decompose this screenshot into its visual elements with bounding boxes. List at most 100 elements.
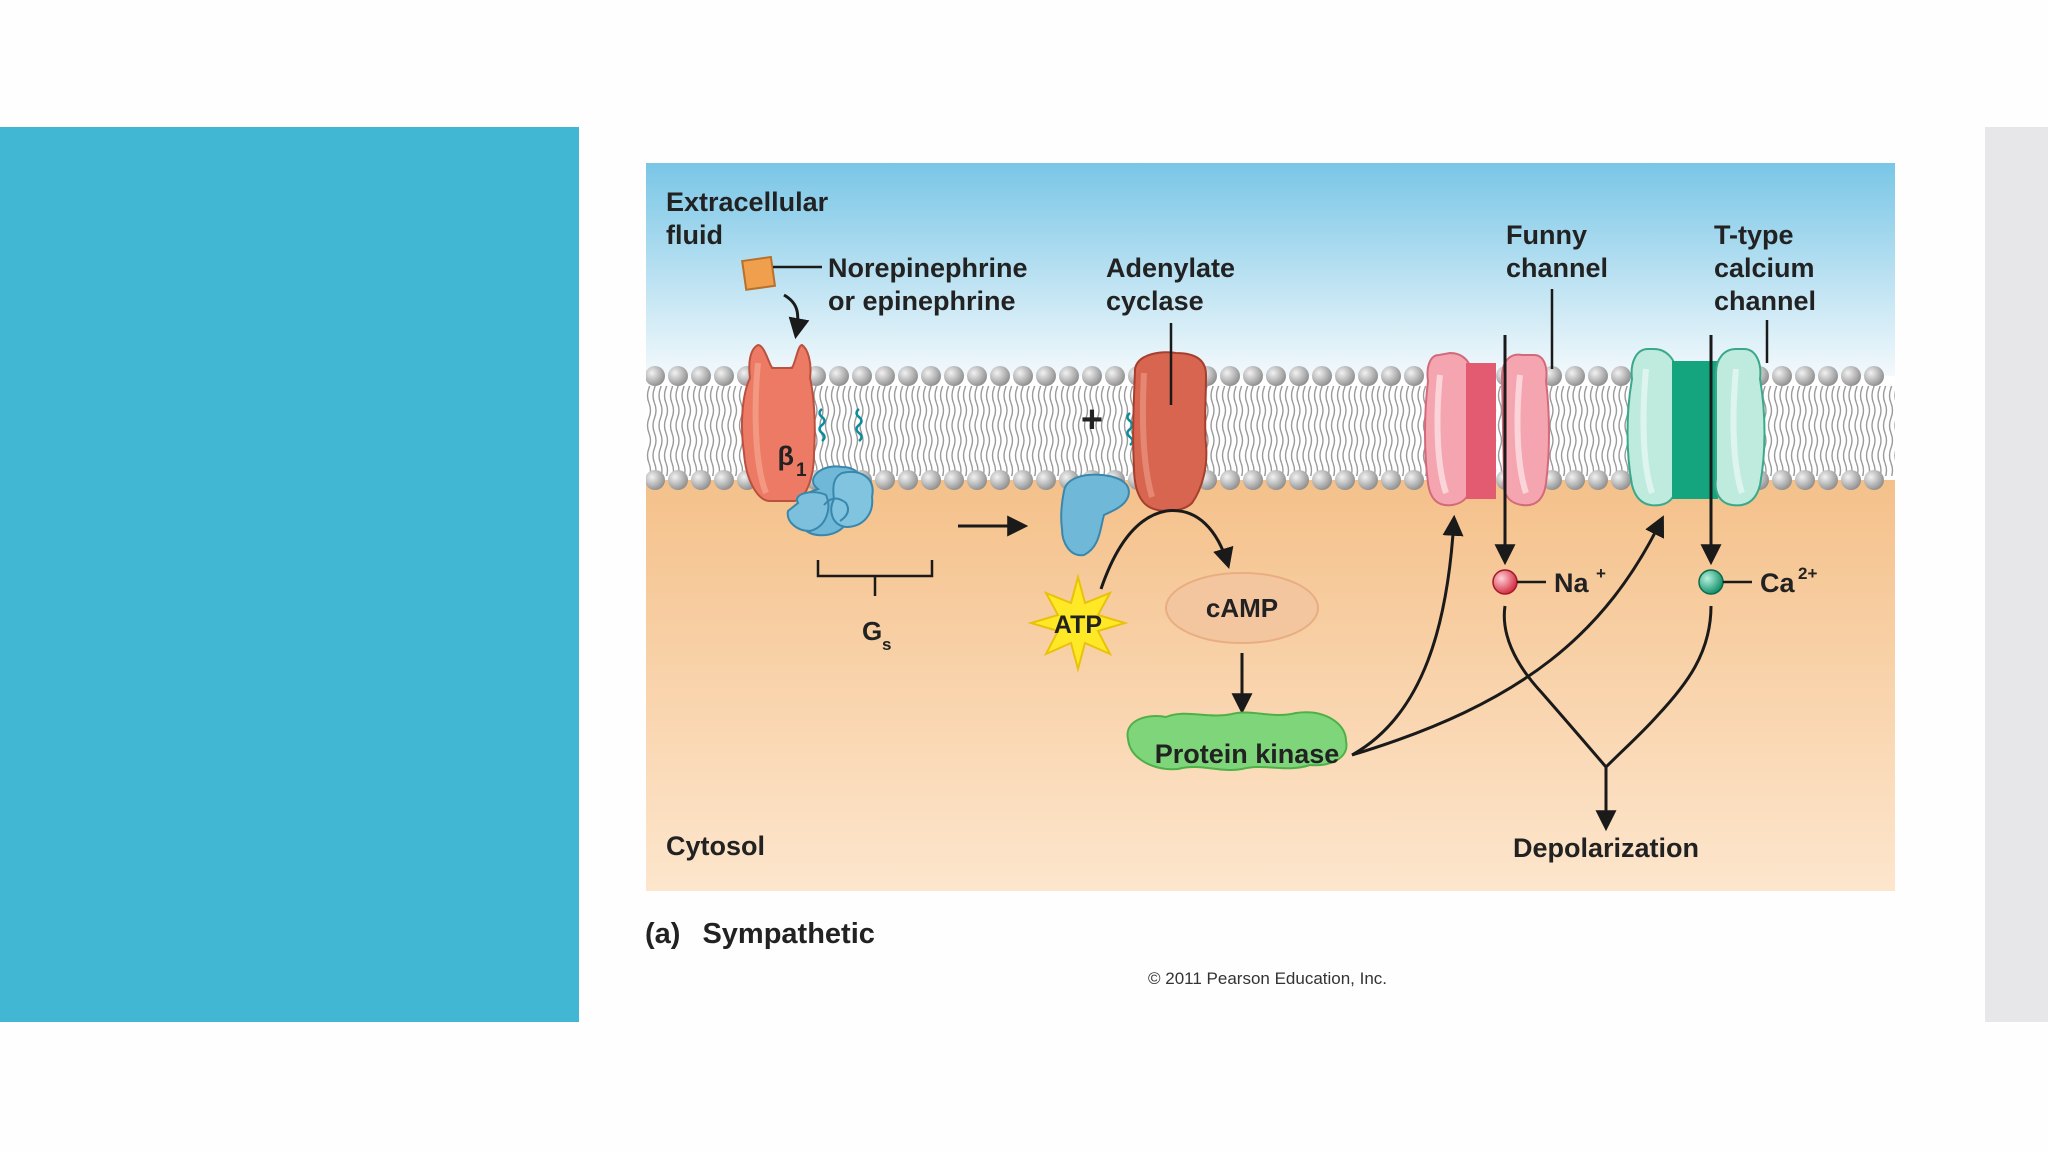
calcium-to-depolarization-path — [1604, 605, 1713, 769]
ligand-norepinephrine — [741, 255, 777, 291]
funny-label-line1: Funny — [1506, 220, 1587, 250]
right-gray-strip — [1985, 127, 2048, 1022]
gprotein-subscript: s — [882, 635, 891, 654]
phospholipid-head — [714, 470, 734, 490]
phospholipid-head — [1105, 366, 1125, 386]
phospholipid-head — [1220, 470, 1240, 490]
gs-alpha-subunit — [1060, 412, 1134, 557]
phospholipid-head — [1059, 366, 1079, 386]
sodium-to-depolarization-path — [1502, 605, 1608, 768]
funny-channel — [1424, 351, 1550, 507]
gs-protein-complex — [786, 408, 874, 537]
phospholipid-head — [1220, 366, 1240, 386]
extracellular-region — [646, 163, 1895, 376]
beta1-receptor: β 1 — [741, 343, 816, 502]
phospholipid-head — [1611, 470, 1631, 490]
camp-label: cAMP — [1206, 593, 1278, 623]
phospholipid-head — [1381, 470, 1401, 490]
phospholipid-head — [691, 470, 711, 490]
phospholipid-head — [1841, 470, 1861, 490]
phospholipid-head — [1082, 366, 1102, 386]
ttype-label-line3: channel — [1714, 286, 1816, 316]
phospholipid-head — [1772, 366, 1792, 386]
phospholipid-head — [1795, 366, 1815, 386]
phospholipid-head — [1404, 470, 1424, 490]
phospholipid-head — [1289, 366, 1309, 386]
phospholipid-head — [1335, 470, 1355, 490]
sodium-label: Na — [1554, 568, 1589, 598]
adenylate-cyclase — [1132, 351, 1208, 512]
phospholipid-head — [1565, 470, 1585, 490]
camp-molecule — [1165, 572, 1319, 644]
phospholipid-head — [668, 470, 688, 490]
phospholipid-head — [1404, 366, 1424, 386]
adenylate-label-line2: cyclase — [1106, 286, 1204, 316]
ligand-label-line1: Norepinephrine — [828, 253, 1028, 283]
extracellular-label-line2: fluid — [666, 220, 723, 250]
t-type-calcium-channel — [1626, 348, 1766, 507]
phospholipid-head — [1864, 366, 1884, 386]
phospholipid-head — [967, 366, 987, 386]
phospholipid-head — [1588, 366, 1608, 386]
phospholipid-head — [1818, 470, 1838, 490]
sodium-charge: + — [1596, 564, 1606, 583]
calcium-ion — [1698, 569, 1724, 595]
phospholipid-head — [714, 366, 734, 386]
phospholipid-head — [1036, 470, 1056, 490]
figure-caption: (a) Sympathetic — [645, 918, 875, 951]
kinase-to-funny-arrow — [1351, 514, 1464, 757]
phospholipid-head — [668, 366, 688, 386]
phospholipid-head — [1013, 470, 1033, 490]
phospholipid-head — [691, 366, 711, 386]
phospholipid-head — [1588, 470, 1608, 490]
phospholipid-head — [944, 470, 964, 490]
receptor-symbol: β — [778, 441, 794, 471]
phospholipid-head — [1611, 366, 1631, 386]
phospholipid-head — [1864, 470, 1884, 490]
ligand-binding-arrow — [783, 293, 810, 340]
phospholipid-head — [898, 470, 918, 490]
phospholipid-head — [1358, 366, 1378, 386]
protein-kinase-blob — [1126, 711, 1348, 771]
calcium-charge: 2+ — [1798, 564, 1817, 583]
ttype-label-line1: T-type — [1714, 220, 1794, 250]
phospholipid-head — [1358, 470, 1378, 490]
ligand-label-line2: or epinephrine — [828, 286, 1016, 316]
phospholipid-head — [875, 470, 895, 490]
plus-sign: + — [1081, 399, 1103, 441]
phospholipid-head — [1013, 366, 1033, 386]
phospholipid-head — [1841, 366, 1861, 386]
phospholipid-head — [1565, 366, 1585, 386]
phospholipid-head — [646, 366, 665, 386]
adenylate-label-line1: Adenylate — [1106, 253, 1235, 283]
kinase-to-ttype-arrow — [1351, 515, 1665, 757]
caption-tag: (a) — [645, 918, 681, 950]
gprotein-label: G — [862, 616, 882, 646]
receptor-subscript: 1 — [796, 460, 807, 481]
atp-label: ATP — [1054, 611, 1102, 639]
copyright-notice: © 2011 Pearson Education, Inc. — [1148, 969, 1388, 988]
phospholipid-head — [1289, 470, 1309, 490]
ttype-label-line2: calcium — [1714, 253, 1815, 283]
phospholipid-head — [1795, 470, 1815, 490]
phospholipid-head — [1243, 366, 1263, 386]
sodium-ion — [1492, 569, 1518, 595]
phospholipid-head — [1266, 366, 1286, 386]
phospholipid-head — [1036, 366, 1056, 386]
phospholipid-head — [875, 366, 895, 386]
caption-title: Sympathetic — [702, 918, 875, 950]
phospholipid-head — [1266, 470, 1286, 490]
phospholipid-head — [1312, 470, 1332, 490]
phospholipid-head — [990, 366, 1010, 386]
phospholipid-head — [921, 366, 941, 386]
depolarization-label: Depolarization — [1513, 833, 1699, 863]
phospholipid-head — [1243, 470, 1263, 490]
funny-label-line2: channel — [1506, 253, 1608, 283]
phospholipid-head — [990, 470, 1010, 490]
phospholipid-head — [1335, 366, 1355, 386]
atp-to-camp-arrow — [1099, 509, 1234, 590]
phospholipid-head — [1312, 366, 1332, 386]
protein-kinase-label: Protein kinase — [1155, 739, 1340, 769]
atp-burst — [1027, 573, 1129, 673]
phospholipid-head — [1772, 470, 1792, 490]
